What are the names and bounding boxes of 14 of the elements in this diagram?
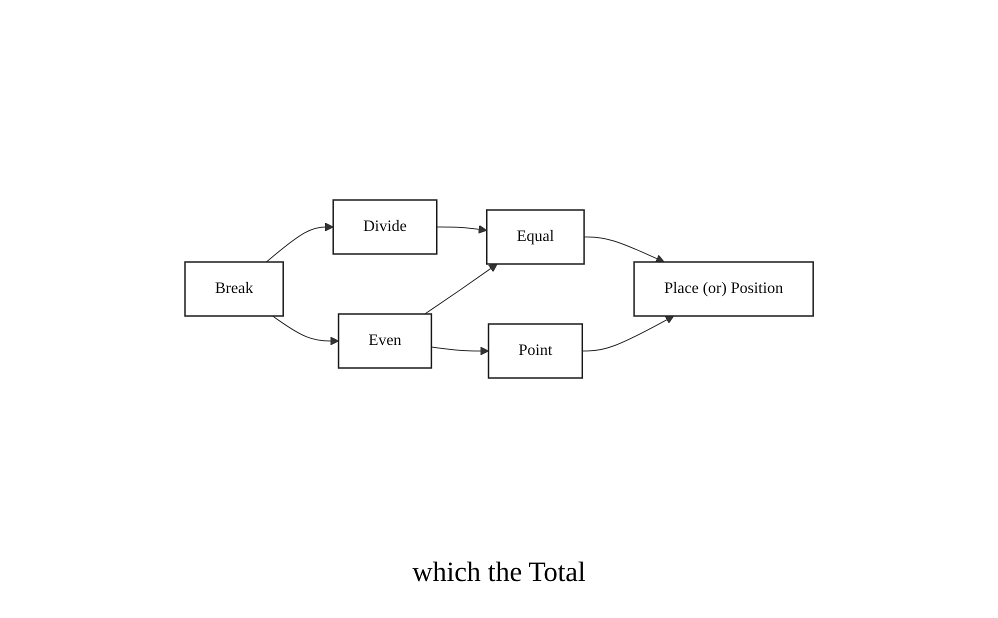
- node-box: Break: [184, 261, 284, 317]
- node-box: Point: [488, 323, 583, 379]
- node-box: Even: [338, 313, 432, 369]
- arrow: [583, 236, 664, 263]
- arrow: [272, 316, 339, 346]
- arrow: [436, 224, 488, 234]
- arrow: [424, 264, 498, 314]
- arrow: [430, 346, 489, 356]
- node-box: Place (or) Position: [633, 261, 814, 317]
- arrow: [582, 316, 674, 352]
- node-box: Divide: [332, 199, 438, 255]
- node-box: Equal: [486, 209, 585, 265]
- cut-off-text: which the Total: [412, 557, 586, 589]
- arrow: [266, 222, 334, 262]
